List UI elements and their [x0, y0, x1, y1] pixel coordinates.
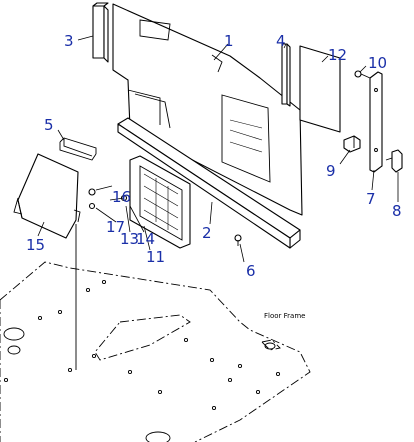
callouts: 3 1 4 12 10 5 9 7 8 16 2 17 13 14 15 11 …: [26, 32, 402, 280]
callout-3: 3: [64, 32, 74, 50]
callout-5: 5: [44, 116, 54, 134]
part-5-handle: [59, 137, 97, 161]
callout-13: 13: [120, 230, 139, 248]
callout-14: 14: [136, 230, 155, 248]
part-9-block: [343, 135, 361, 153]
callout-16: 16: [112, 188, 131, 206]
part-7-bracket: [369, 71, 383, 173]
part-3-post: [92, 2, 109, 63]
part-1-main-panel: [112, 3, 303, 216]
part-15-cover: [13, 153, 81, 239]
part-10-bolt: [354, 70, 371, 79]
callout-7: 7: [366, 190, 376, 208]
callout-15: 15: [26, 236, 45, 254]
callout-10: 10: [368, 54, 387, 72]
callout-2: 2: [202, 224, 212, 242]
fasteners: [75, 185, 128, 370]
part-2-bar: [117, 117, 301, 249]
callout-11: 11: [146, 248, 165, 266]
callout-9: 9: [326, 162, 336, 180]
callout-1: 1: [224, 32, 234, 50]
part-8-switch: [385, 149, 403, 173]
part-6-bolt: [234, 234, 242, 246]
leader-lines: [37, 35, 399, 263]
callout-6: 6: [246, 262, 256, 280]
part-12-plate: [299, 45, 341, 133]
floor-frame-label: Floor Frame: [264, 312, 305, 320]
callout-17: 17: [106, 218, 125, 236]
callout-4: 4: [276, 32, 286, 50]
callout-8: 8: [392, 202, 402, 220]
floor-frame: Floor Frame: [0, 261, 311, 442]
callout-12: 12: [328, 46, 347, 64]
part-11-grille: [129, 155, 191, 249]
part-4-post: [281, 43, 291, 107]
